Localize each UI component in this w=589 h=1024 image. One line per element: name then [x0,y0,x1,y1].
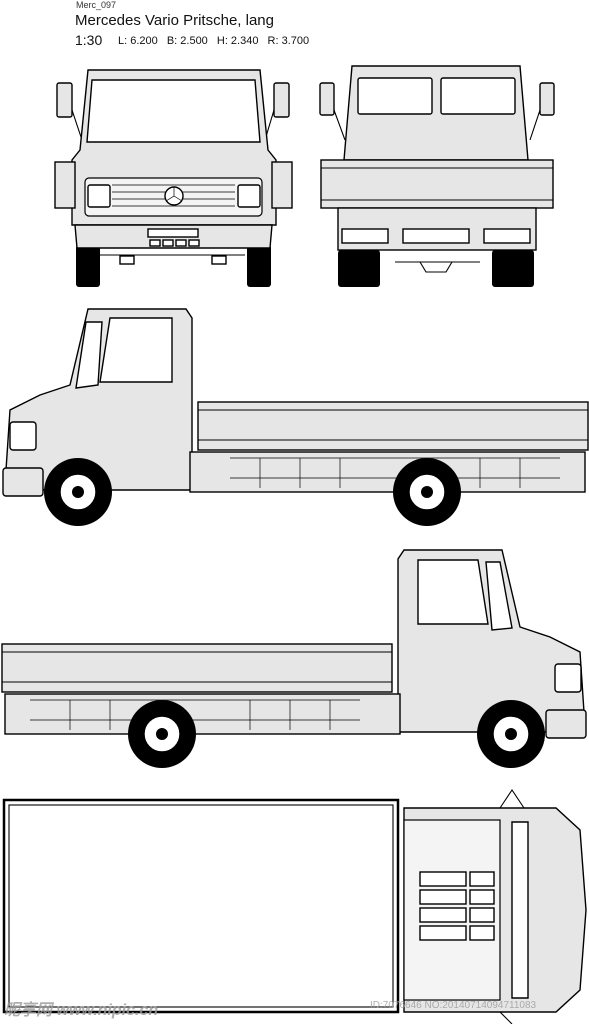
dim-radstand: R: 3.700 [267,35,310,47]
dim-height: H: 2.340 [216,35,259,47]
rear-view [319,65,555,287]
watermark-right: ID:7076646 NO:20140714094711083 [370,1000,537,1011]
left-chassis [189,451,586,493]
front-right-mirror [273,82,290,118]
left-side-window [99,317,173,383]
dimensions-row: L: 6.200 B: 2.500 H: 2.340 R: 3.700 [118,35,315,47]
drawing-title: Mercedes Vario Pritsche, lang [75,12,274,29]
front-left-mirror [56,82,73,118]
dim-length: L: 6.200 [118,35,158,47]
front-windshield [86,79,261,143]
rear-tailgate [320,159,554,209]
right-side-view [1,549,587,768]
top-bed [2,798,400,1014]
right-side-window [417,559,489,625]
left-bed-side [197,401,589,451]
front-view [54,69,293,287]
drawing-scale: 1:30 [75,32,103,48]
rear-window-right [440,77,516,115]
license-plate [402,228,470,244]
top-view [2,789,587,1024]
right-bed-side [1,643,393,693]
watermark-left: 昵享网 www.nipic.cn [4,1002,159,1019]
left-side-view [2,308,589,526]
drawing-code: Merc_097 [76,0,117,10]
right-chassis [4,693,401,735]
rear-window-left [357,77,433,115]
dim-width: B: 2.500 [166,35,208,47]
